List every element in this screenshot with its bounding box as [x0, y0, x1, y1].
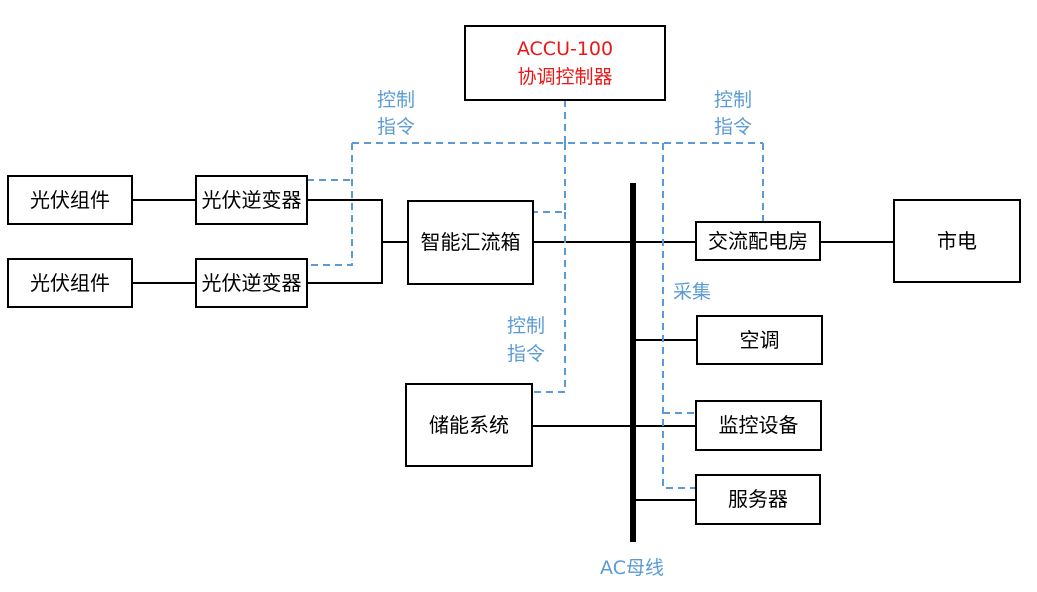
aircon-box: 空调	[696, 315, 823, 365]
collect-label: 采集	[673, 281, 711, 303]
pv-module-1: 光伏组件	[7, 175, 133, 225]
monitoring-box: 监控设备	[695, 400, 822, 451]
control-cmd-storage-line2: 指令	[507, 343, 545, 365]
pv-inverter-2: 光伏逆变器	[195, 258, 308, 308]
monitoring-label: 监控设备	[719, 413, 799, 437]
pv-module-1-label: 光伏组件	[30, 188, 110, 212]
pv-module-2-label: 光伏组件	[30, 271, 110, 295]
pv-inverter-2-label: 光伏逆变器	[202, 271, 302, 295]
power-lines	[132, 183, 894, 542]
control-lines	[307, 100, 764, 489]
distribution-room-box: 交流配电房	[695, 221, 821, 261]
storage-label: 储能系统	[429, 413, 509, 437]
control-cmd-right-line1: 控制	[714, 89, 752, 111]
controller-model: ACCU-100	[517, 38, 613, 60]
pv-inverter-1-label: 光伏逆变器	[202, 188, 302, 212]
control-to-combiner	[533, 143, 566, 213]
combiner-box-label: 智能汇流箱	[421, 230, 521, 254]
control-to-inverters	[307, 143, 353, 266]
storage-box: 储能系统	[405, 383, 533, 467]
pv-module-2: 光伏组件	[7, 258, 133, 308]
control-cmd-right-line2: 指令	[714, 116, 752, 138]
pv-inverter-1: 光伏逆变器	[195, 175, 308, 225]
ac-bus-label: AC母线	[600, 557, 664, 579]
control-to-storage	[532, 212, 566, 393]
control-cmd-storage-line1: 控制	[507, 315, 545, 337]
server-label: 服务器	[728, 487, 788, 511]
combiner-box: 智能汇流箱	[407, 200, 534, 285]
distribution-room-label: 交流配电房	[708, 229, 808, 253]
grid-label: 市电	[937, 229, 977, 253]
control-cmd-left-line2: 指令	[377, 116, 415, 138]
grid-box: 市电	[893, 199, 1021, 283]
controller-name: 协调控制器	[517, 66, 612, 88]
server-box: 服务器	[695, 474, 821, 525]
collect-line	[662, 143, 696, 489]
control-cmd-left-line1: 控制	[377, 89, 415, 111]
aircon-label: 空调	[740, 328, 780, 352]
controller-box: ACCU-100 协调控制器	[464, 25, 666, 101]
inverter-1-to-combiner	[307, 199, 383, 284]
